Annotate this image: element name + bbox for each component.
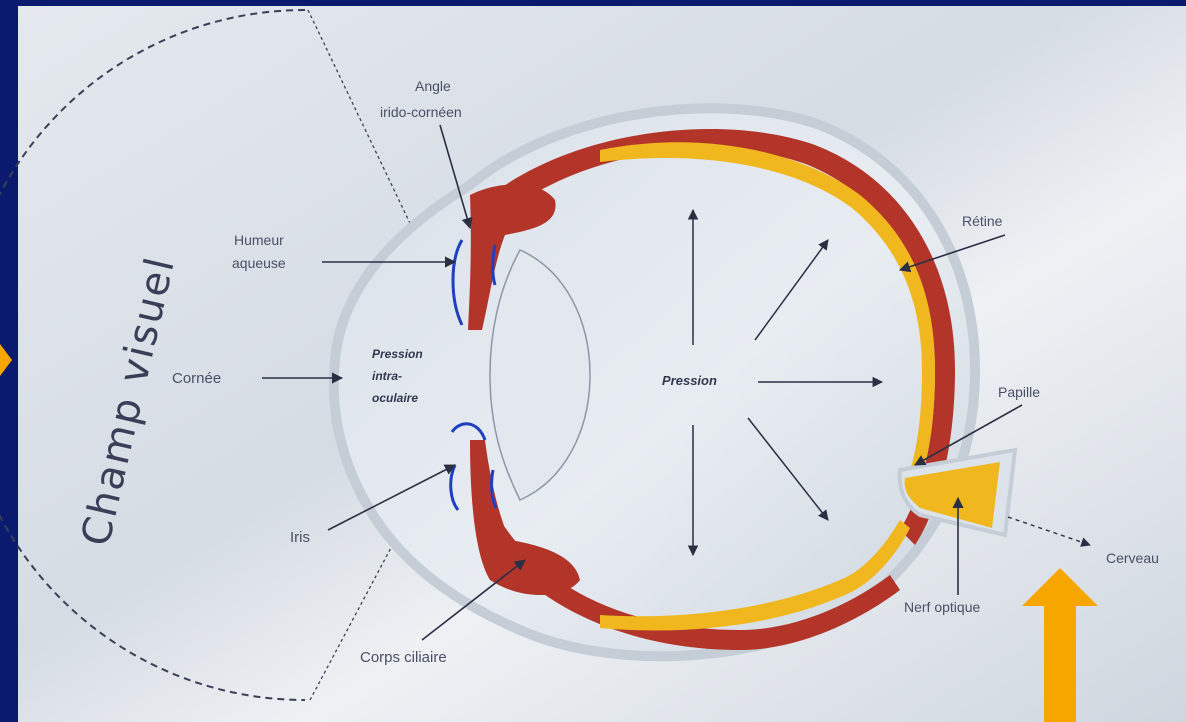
label-pression: Pression: [662, 373, 717, 388]
label-retine: Rétine: [962, 213, 1003, 229]
label-cornee: Cornée: [172, 370, 221, 387]
label-iris: Iris: [290, 529, 310, 546]
label-nerf-optique: Nerf optique: [904, 599, 980, 615]
label-corps-ciliaire: Corps ciliaire: [360, 649, 447, 666]
label-pression-intra-line1: Pression: [372, 347, 423, 361]
label-pression-intra-line2: intra-: [372, 369, 402, 383]
label-angle-line1: Angle: [415, 78, 451, 94]
label-angle-line2: irido-cornéen: [380, 104, 462, 120]
label-humeur-line2: aqueuse: [232, 255, 286, 271]
label-papille: Papille: [998, 384, 1040, 400]
label-cerveau: Cerveau: [1106, 550, 1159, 566]
label-humeur-line1: Humeur: [234, 232, 284, 248]
label-pression-intra-line3: oculaire: [372, 391, 418, 405]
left-pointer-arrow: [0, 344, 12, 376]
